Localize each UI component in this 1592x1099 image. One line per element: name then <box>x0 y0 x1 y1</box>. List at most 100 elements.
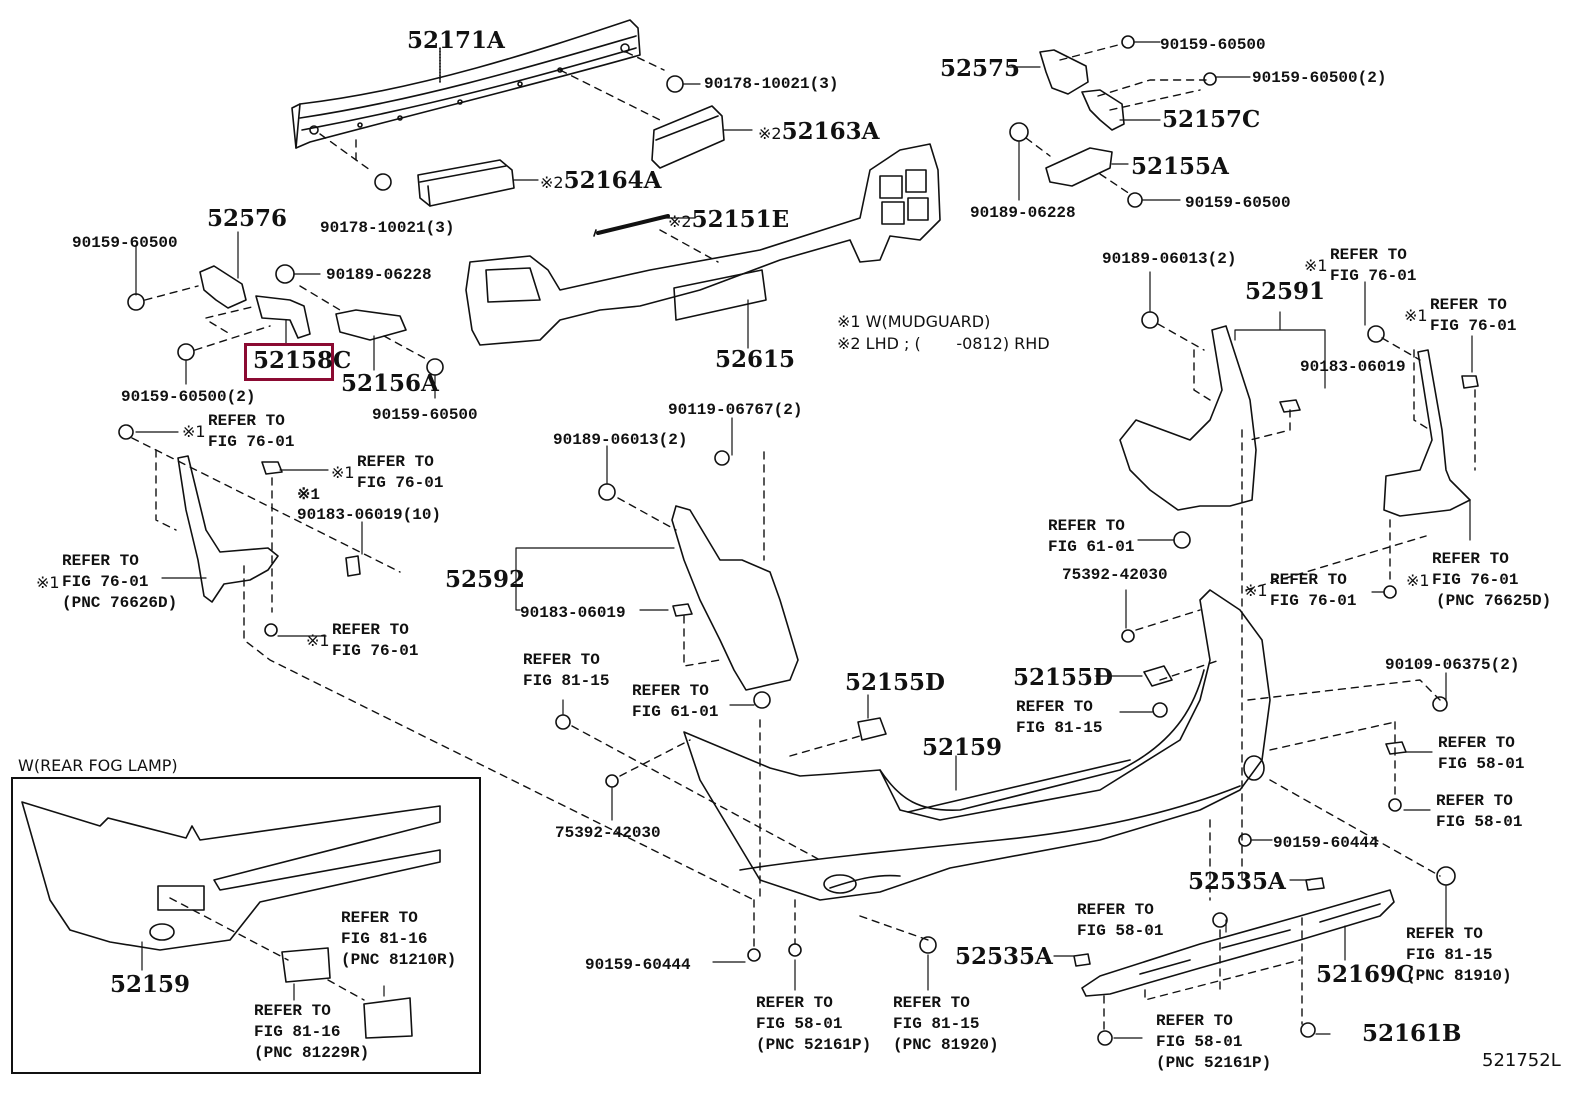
note-mark-1-90183: ※1 <box>297 486 321 504</box>
refer-line-1: REFER TO <box>756 994 833 1012</box>
refer-line-2: FIG 58-01 <box>1077 922 1164 940</box>
part-number-52164A[interactable]: ※252164A <box>540 169 661 192</box>
refer-line-1: REFER TO <box>62 552 139 570</box>
part-number-90189-06013-right[interactable]: 90189-06013(2) <box>1102 250 1237 268</box>
note-mark-1: ※1 <box>1304 256 1328 275</box>
part-number-90183-06019-10[interactable]: 90183-06019(10) <box>297 506 442 524</box>
refer-line-2: FIG 76-01 <box>357 474 444 492</box>
part-number-52159[interactable]: 52159 <box>922 734 1003 761</box>
part-number-90159-60444-mid[interactable]: 90159-60444 <box>585 956 691 974</box>
leader-lines <box>135 41 1473 1039</box>
part-number-52591[interactable]: 52591 <box>1245 278 1326 305</box>
refer-line-2: FIG 81-15 <box>523 672 610 690</box>
part-number-52156A[interactable]: 52156A <box>341 370 439 397</box>
part-number-52159-inset[interactable]: 52159 <box>110 971 191 998</box>
part-number-90159-60500-right-bottom[interactable]: 90159-60500 <box>1185 194 1291 212</box>
part-number-52576[interactable]: 52576 <box>207 205 288 232</box>
note-mark-1: ※1 <box>306 631 330 650</box>
refer-line-1: REFER TO <box>1016 698 1093 716</box>
note-mark-1: ※1 <box>1406 571 1430 590</box>
part-number-52155A[interactable]: 52155A <box>1131 153 1229 180</box>
bracket-52155A-drawing <box>1045 147 1113 187</box>
bracket-52158C-drawing <box>255 295 311 339</box>
bracket-52164A-drawing <box>417 159 515 207</box>
part-number-90183-06019-right[interactable]: 90183-06019 <box>1300 358 1406 376</box>
part-number-52155D-mid[interactable]: 52155D <box>845 669 945 696</box>
part-number-90159-60500-2-right[interactable]: 90159-60500(2) <box>1252 69 1387 87</box>
part-number-52155D-right[interactable]: 52155D <box>1013 664 1113 691</box>
part-number-90178-10021-upper[interactable]: 90178-10021(3) <box>704 75 839 93</box>
part-number-52592[interactable]: 52592 <box>445 566 526 593</box>
part-number-52161B[interactable]: 52161B <box>1362 1020 1462 1047</box>
part-number-52169C[interactable]: 52169C <box>1316 961 1415 988</box>
part-number-90189-06013-mid[interactable]: 90189-06013(2) <box>553 431 688 449</box>
note-mudguard: ※1 W(MUDGUARD) <box>837 312 991 331</box>
refer-line-1: REFER TO <box>893 994 970 1012</box>
part-number-90178-10021-lower[interactable]: 90178-10021(3) <box>320 219 455 237</box>
refer-line-1: REFER TO <box>1330 246 1407 264</box>
refer-line-3: (PNC 52161P) <box>1156 1054 1272 1072</box>
inset-rear-fog-lamp <box>11 777 481 1074</box>
part-number-90183-06019-mid[interactable]: 90183-06019 <box>520 604 626 622</box>
part-number-90109-06375[interactable]: 90109-06375(2) <box>1385 656 1520 674</box>
part-number-90159-60500-left[interactable]: 90159-60500 <box>72 234 178 252</box>
part-number-52163A-text: 52163A <box>781 118 880 145</box>
refer-line-2: FIG 58-01 <box>1438 755 1525 773</box>
part-number-52163A[interactable]: ※252163A <box>758 120 879 143</box>
part-number-75392-42030-mid[interactable]: 75392-42030 <box>555 824 661 842</box>
refer-line-3: (PNC 81910) <box>1406 967 1512 985</box>
part-number-52535A-upper[interactable]: 52535A <box>1188 868 1286 895</box>
part-number-52171A[interactable]: 52171A <box>407 27 505 54</box>
part-number-90159-60500-right-top[interactable]: 90159-60500 <box>1160 36 1266 54</box>
part-number-52151E[interactable]: ※252151E <box>668 208 789 231</box>
part-number-90159-60444-right[interactable]: 90159-60444 <box>1273 834 1379 852</box>
note-mark-2: ※2 <box>758 124 782 143</box>
part-number-52157C[interactable]: 52157C <box>1162 106 1261 133</box>
part-number-90189-06228-left[interactable]: 90189-06228 <box>326 266 432 284</box>
part-number-90159-60500-mid[interactable]: 90159-60500 <box>372 406 478 424</box>
part-number-90159-60500-2-left[interactable]: 90159-60500(2) <box>121 388 256 406</box>
refer-line-1: REFER TO <box>254 1002 331 1020</box>
refer-line-1: REFER TO <box>1430 296 1507 314</box>
part-number-52535A-lower[interactable]: 52535A <box>955 943 1053 970</box>
part-number-52158C[interactable]: 52158C <box>253 347 352 374</box>
part-number-90119-06767[interactable]: 90119-06767(2) <box>668 401 803 419</box>
refer-line-2: FIG 61-01 <box>1048 538 1135 556</box>
refer-line-2: FIG 76-01 <box>208 433 295 451</box>
refer-line-2: FIG 76-01 <box>1270 592 1357 610</box>
part-number-90189-06228-right[interactable]: 90189-06228 <box>970 204 1076 222</box>
absorber-52615-drawing <box>465 143 941 346</box>
refer-line-1: REFER TO <box>1406 925 1483 943</box>
part-number-52615[interactable]: 52615 <box>715 346 796 373</box>
bumper-cover-52159-drawing <box>683 589 1271 901</box>
part-number-75392-42030-right[interactable]: 75392-42030 <box>1062 566 1168 584</box>
refer-line-1: REFER TO <box>1156 1012 1233 1030</box>
splash-shield-52591-drawing <box>1119 325 1257 511</box>
mudguard-left-drawing <box>177 455 279 603</box>
bracket-52156A-drawing <box>335 309 407 341</box>
refer-line-3: (PNC 76626D) <box>62 594 178 612</box>
part-number-52575[interactable]: 52575 <box>940 55 1021 82</box>
